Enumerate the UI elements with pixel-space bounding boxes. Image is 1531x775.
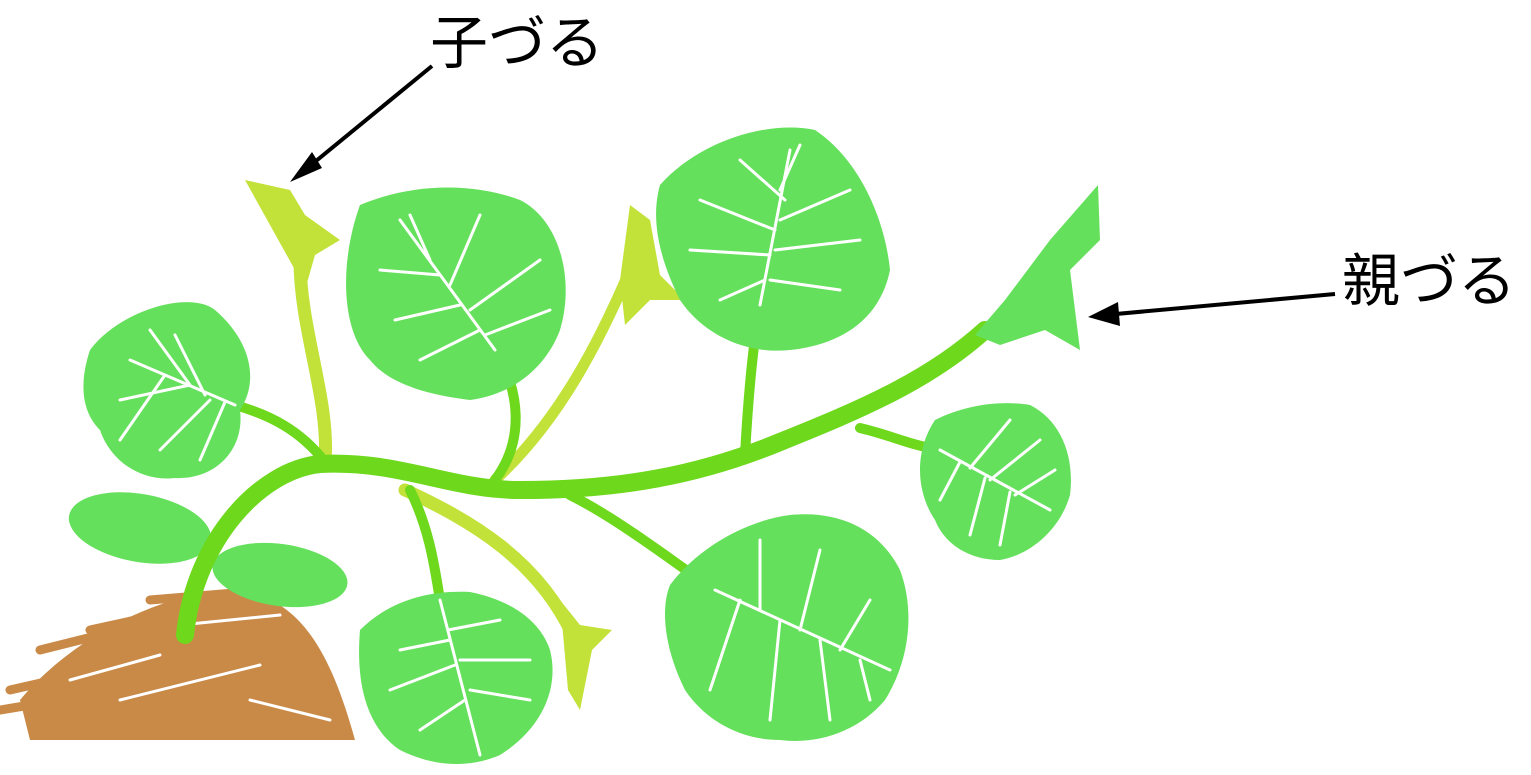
cotyledon-leaves [68, 492, 348, 608]
parent-vine [176, 321, 994, 644]
leaf-bottom-center [359, 591, 553, 765]
child-vine-tips [245, 180, 685, 710]
parent-vine-label: 親づる [1342, 247, 1517, 315]
leaf-top-center [346, 187, 566, 400]
child-vine-arrow [290, 64, 434, 182]
leaf-bottom-right [665, 514, 909, 741]
child-vines [293, 253, 636, 647]
child-vine-label: 子づる [430, 9, 605, 77]
parent-vine-arrow [1088, 292, 1336, 326]
parent-vine-tip [975, 185, 1100, 350]
soil-mound [0, 585, 355, 740]
leaf-veins [118, 143, 1057, 757]
